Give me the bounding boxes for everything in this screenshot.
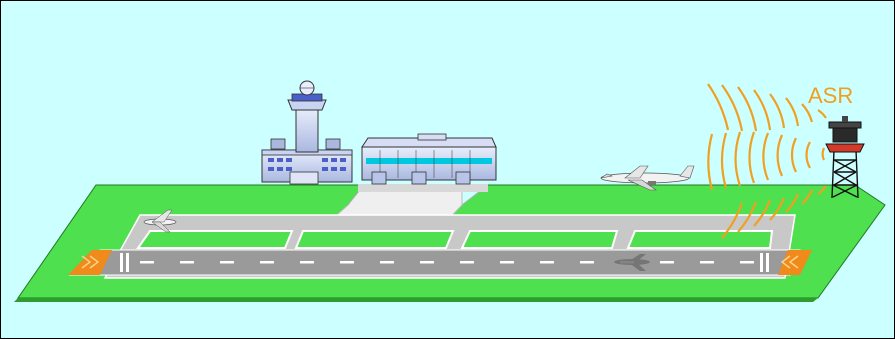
infield-2	[296, 231, 453, 248]
apron-strip	[358, 184, 488, 192]
runway	[70, 250, 800, 275]
terminal-building-icon	[362, 134, 496, 184]
control-tower-icon	[262, 81, 352, 184]
grass-shadow	[14, 298, 818, 302]
asr-label: ASR	[808, 83, 853, 108]
infield-3	[462, 231, 617, 248]
infield-1	[138, 231, 292, 248]
infield-4	[628, 231, 772, 248]
